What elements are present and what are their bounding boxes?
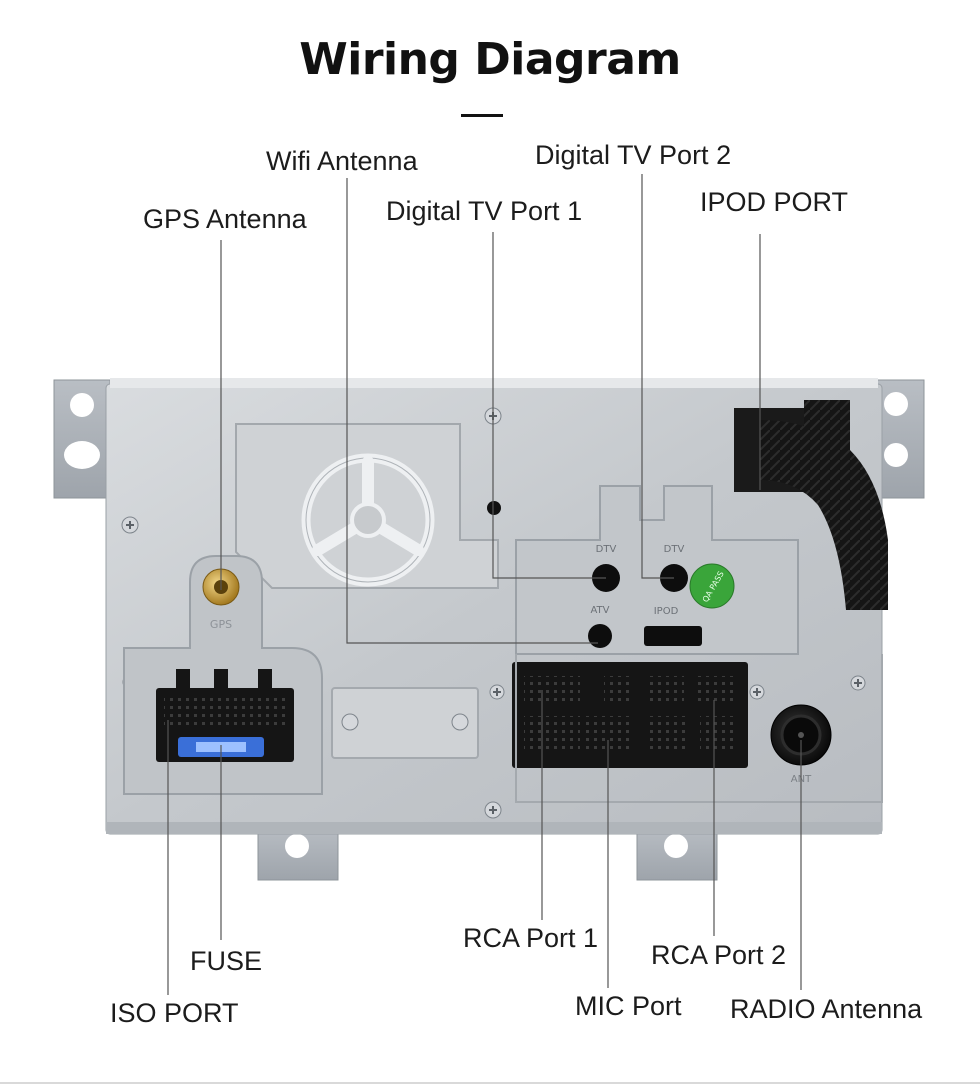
- label-wifi-antenna: Wifi Antenna: [266, 146, 418, 176]
- leader-wifi: [346, 178, 598, 644]
- page-title: Wiring Diagram: [299, 34, 681, 85]
- qa-pass-sticker: QA PASS: [689, 563, 735, 609]
- bottom-right-tab: [636, 825, 718, 881]
- label-rca-port-2: RCA Port 2: [651, 940, 787, 970]
- bottom-left-tab: [257, 825, 339, 881]
- gps-marking: GPS: [210, 618, 232, 631]
- ipod-marking: IPOD: [654, 606, 679, 617]
- label-radio-antenna: RADIO Antenna: [730, 994, 923, 1024]
- footer-divider: [0, 1082, 980, 1084]
- left-mounting-bracket: [53, 379, 111, 499]
- atv-jack: ATV: [588, 605, 612, 648]
- label-digital-tv-port-2: Digital TV Port 2: [535, 140, 732, 170]
- label-iso-port: ISO PORT: [110, 998, 239, 1028]
- label-ipod-port: IPOD PORT: [700, 187, 849, 217]
- dtv2-marking: DTV: [664, 544, 685, 555]
- leader-dtv1: [492, 232, 606, 579]
- iso-harness-connector: [156, 669, 294, 762]
- leader-lines: [167, 174, 802, 995]
- label-rca-port-1: RCA Port 1: [463, 923, 599, 953]
- label-digital-tv-port-1: Digital TV Port 1: [386, 196, 583, 226]
- ipod-cable: [734, 400, 888, 610]
- screw: [850, 675, 866, 691]
- fan-vent: [235, 423, 499, 589]
- screw: [749, 684, 765, 700]
- atv-marking: ATV: [590, 605, 609, 616]
- label-mic-port: MIC Port: [575, 991, 682, 1021]
- screw: [484, 801, 502, 819]
- leader-dtv2: [641, 174, 674, 579]
- screw: [489, 684, 505, 700]
- rca-mic-connector-block: [512, 662, 748, 768]
- screw: [121, 516, 139, 534]
- title-underline: [461, 114, 503, 117]
- dtv1-marking: DTV: [596, 544, 617, 555]
- ipod-port-socket: IPOD: [644, 606, 702, 646]
- label-fuse: FUSE: [190, 946, 263, 976]
- blank-plate: [331, 687, 479, 759]
- label-gps-antenna: GPS Antenna: [143, 204, 307, 234]
